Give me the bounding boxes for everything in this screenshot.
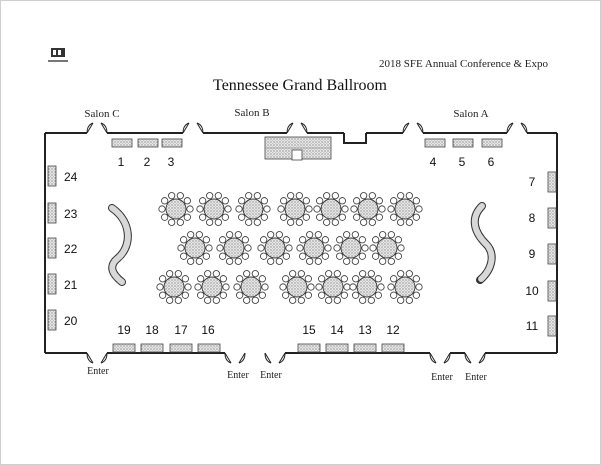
venue-logo-icon	[48, 48, 68, 62]
door-salon-a	[506, 122, 528, 134]
booth-number: 16	[201, 323, 215, 337]
booth-13: 13	[353, 323, 377, 353]
booth-number: 5	[459, 155, 466, 169]
table-r1-5	[313, 192, 349, 226]
booth-number: 4	[430, 155, 437, 169]
entrance-label-1: Enter	[87, 366, 109, 377]
table-r3-3	[233, 270, 269, 304]
door-enter-5	[464, 352, 486, 364]
serpentine-bar-right	[470, 202, 496, 284]
booth-15: 15	[297, 323, 321, 353]
booth-number: 21	[64, 278, 78, 292]
booth-3: 3	[161, 138, 183, 169]
booth-2: 2	[137, 138, 159, 169]
booth-number: 17	[174, 323, 188, 337]
booth-8: 8	[529, 207, 557, 229]
ballroom-walls	[44, 132, 558, 354]
booth-number: 8	[529, 211, 536, 225]
door-enter-4	[429, 352, 451, 364]
table-r3-2	[194, 270, 230, 304]
booth-11: 11	[526, 315, 557, 337]
door-top-4	[402, 122, 424, 134]
door-enter-2	[224, 352, 246, 364]
table-r2-2	[216, 231, 252, 265]
entrance-label-2: Enter	[227, 370, 249, 381]
serpentine-bar-left	[108, 204, 132, 286]
booth-number: 15	[302, 323, 316, 337]
table-r1-1	[158, 192, 194, 226]
table-r2-6	[369, 231, 405, 265]
booth-number: 2	[144, 155, 151, 169]
booth-number: 10	[525, 284, 539, 298]
salon-b-label: Salon B	[234, 107, 269, 119]
booth-20: 20	[47, 309, 78, 331]
table-r1-6	[350, 192, 386, 226]
door-enter-1	[86, 352, 108, 364]
booth-number: 24	[64, 170, 78, 184]
door-salon-b	[286, 122, 308, 134]
booth-number: 1	[118, 155, 125, 169]
table-r3-4	[279, 270, 315, 304]
booth-number: 12	[386, 323, 400, 337]
booth-19: 19	[112, 323, 136, 353]
booth-21: 21	[47, 273, 78, 295]
booth-number: 22	[64, 242, 78, 256]
table-r3-1	[156, 270, 192, 304]
booth-7: 7	[529, 171, 557, 193]
table-r3-5	[315, 270, 351, 304]
round-tables	[156, 192, 423, 304]
booth-22: 22	[47, 237, 78, 259]
table-r1-4	[277, 192, 313, 226]
booth-6: 6	[481, 138, 503, 169]
booth-number: 23	[64, 207, 78, 221]
event-title: 2018 SFE Annual Conference & Expo	[379, 58, 548, 70]
booth-number: 19	[117, 323, 131, 337]
booth-18: 18	[140, 323, 164, 353]
booth-number: 9	[529, 247, 536, 261]
booth-number: 20	[64, 314, 78, 328]
booth-number: 13	[358, 323, 372, 337]
booth-14: 14	[325, 323, 349, 353]
booth-16: 16	[197, 323, 221, 353]
booth-23: 23	[47, 202, 78, 224]
salon-c-label: Salon C	[84, 108, 119, 120]
door-top-2	[182, 122, 204, 134]
table-r2-5	[333, 231, 369, 265]
table-r1-3	[235, 192, 271, 226]
doors	[86, 122, 528, 364]
room-title: Tennessee Grand Ballroom	[213, 77, 387, 94]
entrance-label-5: Enter	[465, 372, 487, 383]
booth-4: 4	[424, 138, 446, 169]
table-r2-4	[296, 231, 332, 265]
door-enter-3	[264, 352, 286, 364]
salon-a-label: Salon A	[453, 108, 488, 120]
entrance-label-3: Enter	[260, 370, 282, 381]
booth-number: 7	[529, 175, 536, 189]
table-r1-2	[196, 192, 232, 226]
booth-9: 9	[529, 243, 557, 265]
table-r3-6	[349, 270, 385, 304]
table-r3-7	[387, 270, 423, 304]
stage-platform	[264, 136, 332, 161]
booth-number: 3	[168, 155, 175, 169]
booth-5: 5	[452, 138, 474, 169]
entrance-label-4: Enter	[431, 372, 453, 383]
table-r2-3	[257, 231, 293, 265]
booth-24: 24	[47, 165, 78, 187]
booth-number: 6	[488, 155, 495, 169]
booth-number: 11	[526, 319, 539, 333]
booth-number: 14	[330, 323, 344, 337]
table-r2-1	[177, 231, 213, 265]
booth-1: 1	[111, 138, 133, 169]
booth-12: 12	[381, 323, 405, 353]
booth-number: 18	[145, 323, 159, 337]
table-r1-7	[387, 192, 423, 226]
booth-17: 17	[169, 323, 193, 353]
door-salon-c	[86, 122, 108, 134]
booth-10: 10	[525, 280, 557, 302]
